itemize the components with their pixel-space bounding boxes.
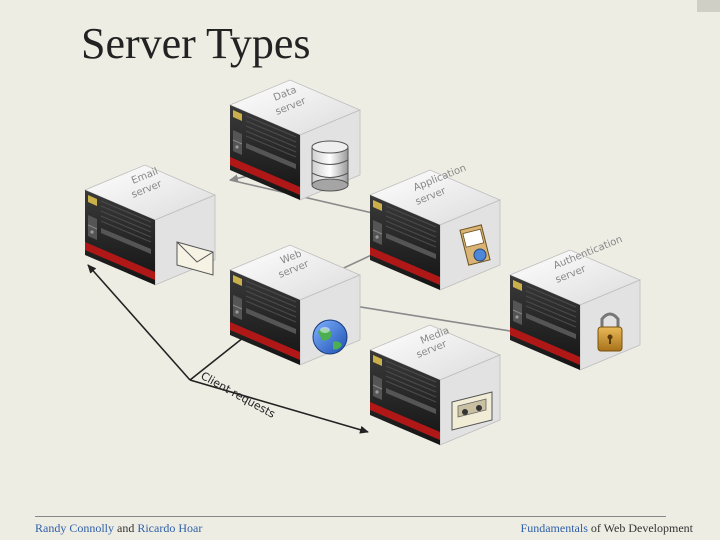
author-name: Ricardo Hoar	[137, 521, 203, 535]
slide-title: Server Types	[81, 19, 311, 68]
client-requests-label: Client requests	[199, 369, 278, 421]
envelope-icon	[176, 241, 214, 276]
corner-decoration	[697, 0, 720, 12]
book-title-highlight: Fundamentals	[520, 521, 588, 535]
database-icon	[311, 140, 349, 192]
footer-authors: Randy Connolly and Ricardo Hoar	[35, 521, 202, 536]
globe-icon	[312, 319, 348, 355]
author-name: Randy Connolly	[35, 521, 115, 535]
book-title-rest: of Web Development	[587, 521, 693, 535]
data-server: Data server	[229, 79, 361, 201]
cassette-tape-icon	[451, 391, 493, 431]
arrow-request-email	[87, 264, 191, 381]
authentication-server: Authentication server	[509, 234, 641, 371]
footer-book-title: Fundamentals of Web Development	[521, 521, 693, 536]
email-server: Email server	[84, 164, 216, 286]
padlock-icon	[597, 312, 623, 352]
document-package-icon	[459, 224, 491, 266]
footer-divider	[35, 516, 666, 517]
arrow-request-media	[189, 379, 369, 434]
media-server: Media server	[369, 324, 501, 446]
web-server: Web server	[229, 244, 361, 366]
arrow-application-connection	[229, 179, 391, 218]
application-server: Application server	[369, 163, 501, 291]
author-connector: and	[114, 521, 138, 535]
